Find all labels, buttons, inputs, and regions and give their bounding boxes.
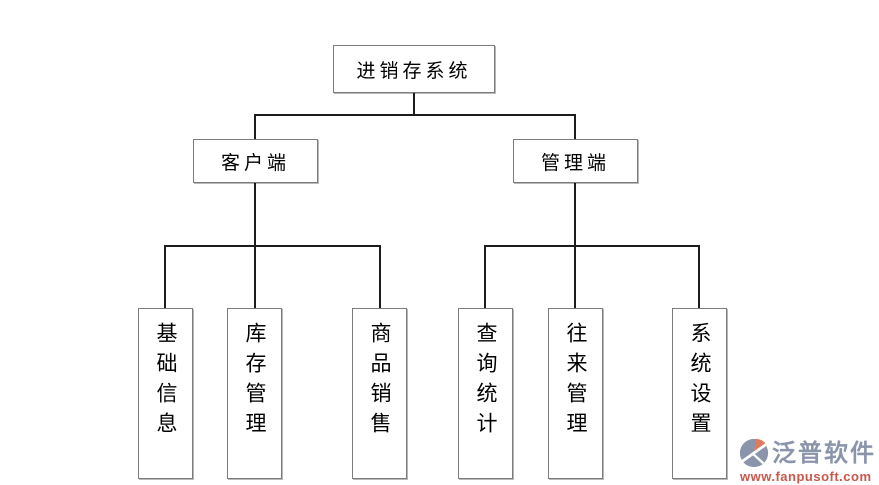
connector-line	[574, 114, 576, 139]
node-query-stats-label: 查询统计	[474, 322, 498, 442]
node-client-side: 客户端	[193, 139, 318, 183]
connector-line	[413, 93, 415, 115]
connector-line	[379, 245, 381, 308]
connector-line	[254, 245, 256, 308]
node-system-settings-label: 系统设置	[688, 322, 712, 442]
connector-line	[254, 183, 256, 246]
node-basic-info: 基础信息	[138, 308, 193, 479]
node-root-label: 进销存系统	[356, 59, 472, 82]
fanpu-watermark: 泛普软件 www.fanpusoft.com	[738, 437, 876, 483]
node-inventory-mgmt: 库存管理	[227, 308, 282, 479]
fanpu-url-text: www.fanpusoft.com	[740, 469, 872, 484]
node-client-label: 客户端	[220, 151, 290, 174]
connector-line	[698, 245, 700, 308]
node-root-system: 进销存系统	[333, 45, 495, 93]
node-product-sales: 商品销售	[352, 308, 407, 479]
connector-line	[254, 114, 256, 139]
node-product-sales-label: 商品销售	[368, 322, 392, 442]
fanpu-brand-text: 泛普软件	[772, 438, 876, 467]
connector-line	[484, 245, 486, 308]
connector-line	[574, 183, 576, 246]
connector-line	[254, 114, 576, 116]
node-admin-side: 管理端	[513, 139, 638, 183]
connector-line	[164, 245, 166, 308]
connector-line	[574, 245, 576, 308]
node-basic-info-label: 基础信息	[154, 322, 178, 442]
node-inventory-mgmt-label: 库存管理	[243, 322, 267, 442]
node-admin-label: 管理端	[540, 151, 610, 174]
node-query-stats: 查询统计	[458, 308, 513, 479]
connector-line	[484, 245, 700, 247]
fanpu-logo-icon	[738, 437, 770, 469]
node-contact-mgmt: 往来管理	[548, 308, 603, 479]
node-contact-mgmt-label: 往来管理	[564, 322, 588, 442]
node-system-settings: 系统设置	[672, 308, 727, 479]
connector-line	[164, 245, 381, 247]
